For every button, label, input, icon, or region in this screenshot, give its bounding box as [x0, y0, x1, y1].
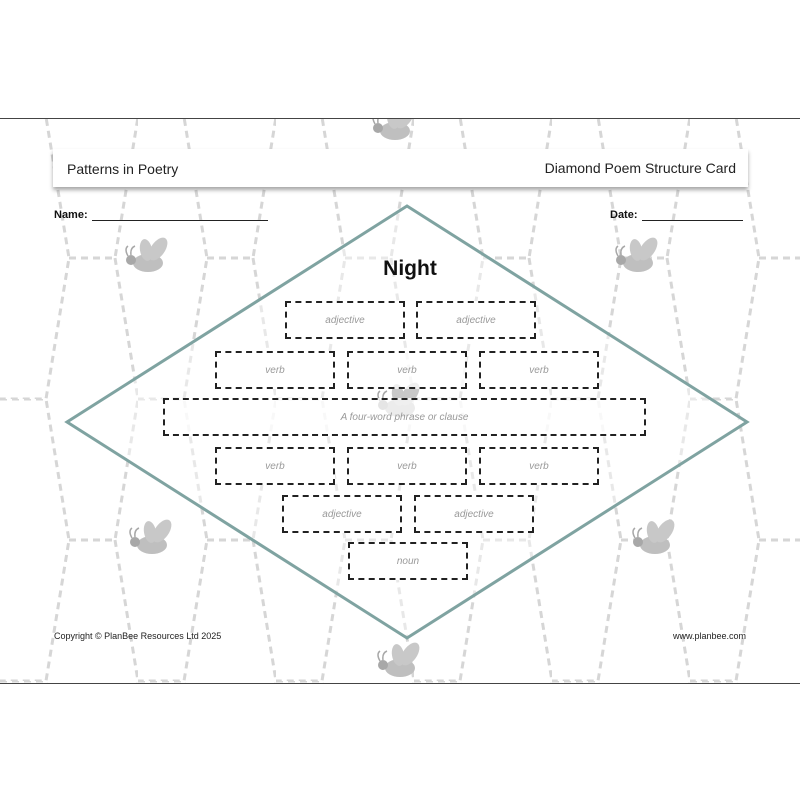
date-field[interactable]: Date:: [610, 209, 743, 221]
verb-box[interactable]: verb: [347, 447, 467, 485]
adjective-box[interactable]: adjective: [282, 495, 402, 533]
header-left-title: Patterns in Poetry: [67, 161, 179, 177]
date-label: Date:: [610, 209, 638, 221]
adjective-box[interactable]: adjective: [416, 301, 536, 339]
website-link[interactable]: www.planbee.com: [672, 631, 746, 641]
noun-box[interactable]: noun: [348, 542, 468, 580]
verb-box[interactable]: verb: [215, 351, 335, 389]
verb-box[interactable]: verb: [479, 351, 599, 389]
adjective-box[interactable]: adjective: [414, 495, 534, 533]
date-line[interactable]: [641, 209, 743, 221]
poem-title: Night: [383, 257, 437, 280]
verb-box[interactable]: verb: [479, 447, 599, 485]
phrase-box[interactable]: A four-word phrase or clause: [163, 398, 646, 436]
adjective-box[interactable]: adjective: [285, 301, 405, 339]
verb-box[interactable]: verb: [347, 351, 467, 389]
name-line[interactable]: [91, 209, 268, 221]
header-banner: Patterns in Poetry Diamond Poem Structur…: [53, 149, 748, 187]
name-field[interactable]: Name:: [54, 209, 268, 221]
copyright-text: Copyright © PlanBee Resources Ltd 2025: [54, 631, 222, 641]
verb-box[interactable]: verb: [215, 447, 335, 485]
name-label: Name:: [54, 209, 88, 221]
worksheet-card: Patterns in Poetry Diamond Poem Structur…: [0, 118, 800, 684]
header-right-title: Diamond Poem Structure Card: [544, 160, 736, 176]
